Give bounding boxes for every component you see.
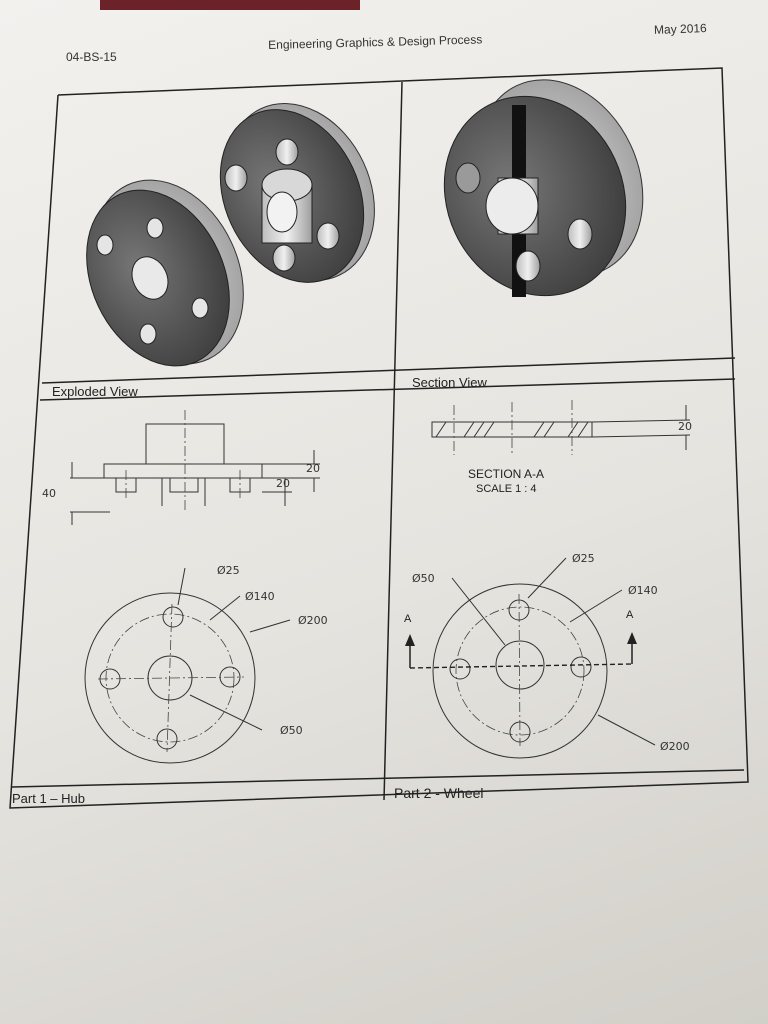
wheel-dim-d50: Ø50 xyxy=(412,572,435,585)
hub-dim-20-flange: 20 xyxy=(306,462,320,475)
cut-marker-right: A xyxy=(626,609,634,621)
hub-front-view xyxy=(84,567,291,764)
panel-grid xyxy=(9,67,749,809)
wheel-front-view xyxy=(405,557,656,759)
hub-dim-d140: Ø140 xyxy=(245,590,275,603)
section-scale: SCALE 1 : 4 xyxy=(476,483,537,495)
wheel-section-aa xyxy=(431,400,691,455)
exploded-wheel-disc xyxy=(86,179,244,367)
section-label-line xyxy=(39,378,736,401)
section-view-model xyxy=(443,79,644,297)
part1-label: Part 1 – Hub xyxy=(12,791,85,806)
section-view-label: Section View xyxy=(412,375,488,390)
wheel-dim-d25: Ø25 xyxy=(572,552,595,565)
upper-row-divider xyxy=(41,357,736,384)
lower-row-divider xyxy=(11,769,745,788)
section-title: SECTION A-A xyxy=(468,467,544,481)
wheel-dim-thickness-20: 20 xyxy=(678,420,692,433)
hub-dim-d200: Ø200 xyxy=(298,614,328,627)
exploded-view-label: Exploded View xyxy=(52,384,138,399)
hub-side-view xyxy=(70,410,320,525)
hub-dim-20-step: 20 xyxy=(276,477,290,490)
hub-dim-d50: Ø50 xyxy=(280,724,303,737)
part2-label: Part 2 - Wheel xyxy=(394,785,483,801)
vertical-divider xyxy=(383,81,403,801)
hub-dim-40: 40 xyxy=(42,487,56,500)
cut-marker-left: A xyxy=(404,613,412,625)
exploded-hub-disc xyxy=(219,103,375,283)
wheel-dim-d200: Ø200 xyxy=(660,740,690,753)
document-code: 04-BS-15 xyxy=(66,50,117,64)
binding-strip xyxy=(100,0,360,10)
hub-dim-d25: Ø25 xyxy=(217,564,240,577)
wheel-dim-d140: Ø140 xyxy=(628,584,658,597)
